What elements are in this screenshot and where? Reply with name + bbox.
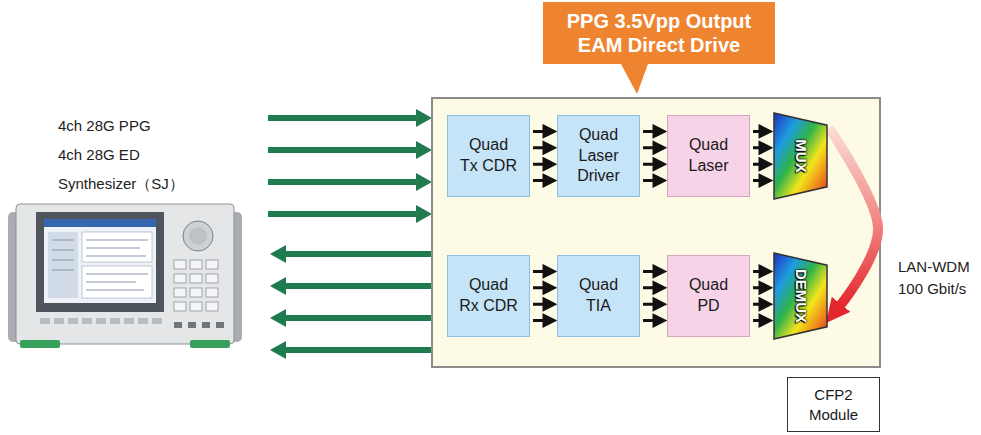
input-arrow [284, 347, 432, 353]
circuit-block: Quad TIA [557, 255, 640, 337]
output-arrow [268, 211, 418, 217]
input-arrow [284, 251, 432, 257]
block-label: Quad PD [679, 275, 739, 317]
instrument-spec: Synthesizer（SJ） [58, 169, 184, 198]
wdm-filter: DEMUX [773, 252, 828, 340]
screen-lines [52, 240, 148, 290]
instrument-screen [44, 219, 156, 303]
arrow-head [416, 173, 432, 191]
lane-arrows [643, 126, 664, 185]
optical-block: Quad PD [667, 255, 750, 337]
lane-arrows [753, 266, 770, 325]
block-label: Quad Laser [679, 135, 739, 177]
callout-text: PPG 3.5Vpp Output EAM Direct Drive [552, 9, 767, 57]
circuit-block: Quad Laser Driver [557, 115, 640, 197]
filter-trapezoid [774, 113, 827, 199]
arrow-head [270, 277, 286, 295]
block-label: Quad Tx CDR [459, 135, 519, 177]
label-group: 4ch 28G PPG4ch 28G EDSynthesizer（SJ） [58, 111, 184, 198]
wavelength-link [829, 128, 878, 306]
filter-label: DEMUX [792, 269, 809, 323]
output-arrow [268, 179, 418, 185]
arrow-head [416, 205, 432, 223]
filter-trapezoid [774, 253, 827, 339]
housing-layer [432, 98, 880, 367]
output-arrow [268, 147, 418, 153]
block-label: Quad Rx CDR [459, 275, 519, 317]
lane-arrows [533, 266, 554, 325]
arrow-head [270, 309, 286, 327]
module-housing: CFP2 ModuleQuad Tx CDRQuad Laser DriverQ… [432, 98, 880, 367]
instrument-foot [20, 340, 60, 348]
arrow-head [416, 109, 432, 127]
screen-bezel [36, 212, 164, 312]
softkey-row [40, 318, 162, 324]
instrument-spec: 4ch 28G ED [58, 140, 184, 169]
callout-box: PPG 3.5Vpp Output EAM Direct Drive [543, 2, 775, 64]
arrow-head [270, 341, 286, 359]
screen-title-bar [44, 219, 156, 227]
arrow-head [416, 141, 432, 159]
circuit-block: Quad Tx CDR [447, 115, 530, 197]
instrument-foot [190, 340, 230, 348]
lane-arrows [533, 126, 554, 185]
lane-arrows [643, 266, 664, 325]
circuit-block: Quad Rx CDR [447, 255, 530, 337]
front-ports [174, 322, 224, 328]
instrument-spec: 4ch 28G PPG [58, 111, 184, 140]
input-arrow [284, 315, 432, 321]
module-caption: CFP2 Module [787, 377, 880, 432]
optical-block: Quad Laser [667, 115, 750, 197]
link-label: LAN-WDM 100 Gbit/s [898, 256, 976, 300]
block-label: Quad Laser Driver [569, 125, 629, 187]
input-arrow [284, 283, 432, 289]
rotary-knob [183, 221, 213, 251]
rotary-knob [189, 227, 207, 245]
wdm-filter: MUX [773, 112, 828, 200]
lane-arrows [753, 126, 770, 185]
instrument-body [16, 204, 234, 344]
signal-arrows [268, 109, 432, 359]
instrument-illustration [8, 204, 242, 348]
keypad [174, 260, 218, 311]
callout-fill [543, 2, 775, 94]
filter-label: MUX [792, 139, 809, 172]
block-label: Quad TIA [569, 275, 629, 317]
screen-panel [48, 232, 78, 298]
screen-panel [82, 232, 152, 262]
arrow-head [270, 245, 286, 263]
module-outline [432, 98, 880, 367]
output-arrow [268, 115, 418, 121]
